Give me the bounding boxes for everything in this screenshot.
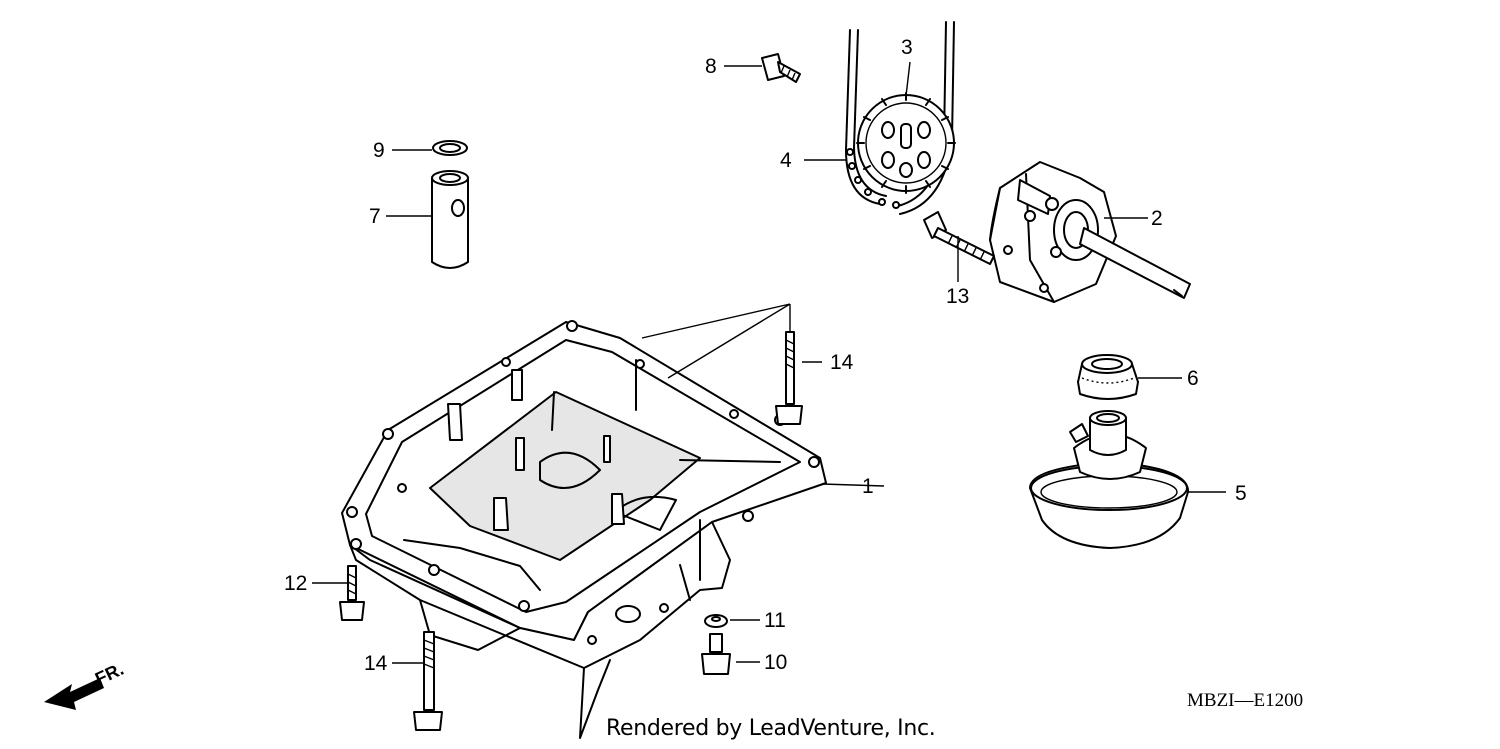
callout-14-upper: 14 (830, 351, 854, 374)
callout-9: 9 (373, 139, 385, 162)
washer-11 (704, 614, 728, 628)
callout-7: 7 (369, 205, 381, 228)
callout-5: 5 (1235, 482, 1247, 505)
oil-pan (341, 320, 827, 739)
bolt-12 (339, 565, 365, 621)
o-ring-9 (432, 140, 468, 156)
callout-6: 6 (1187, 367, 1199, 390)
front-direction-arrow-icon (44, 678, 104, 710)
callout-11: 11 (764, 609, 786, 632)
collar-7 (431, 170, 469, 269)
sprocket-3 (856, 92, 956, 194)
callout-13: 13 (946, 285, 970, 308)
callout-12: 12 (284, 572, 308, 595)
strainer-5 (1029, 410, 1190, 549)
bolt-13 (923, 211, 995, 265)
flange-bolt-holes (346, 320, 820, 645)
oil-pump-2 (989, 161, 1191, 303)
bolt-14-lower (413, 631, 443, 731)
callout-2: 2 (1151, 207, 1163, 230)
seal-6 (1077, 354, 1139, 400)
leader-lines (312, 61, 1226, 664)
callout-4: 4 (780, 149, 792, 172)
callout-14-lower: 14 (364, 652, 388, 675)
diagram-code: MBZI—E1200 (1187, 690, 1304, 711)
callout-3: 3 (901, 36, 913, 59)
callout-8: 8 (705, 55, 717, 78)
bolt-14-upper (775, 331, 803, 425)
bolt-10 (701, 633, 731, 675)
callout-1: 1 (862, 475, 874, 498)
bolt-8 (761, 53, 801, 83)
render-credit: Rendered by LeadVenture, Inc. (606, 716, 936, 741)
callout-10: 10 (764, 651, 788, 674)
